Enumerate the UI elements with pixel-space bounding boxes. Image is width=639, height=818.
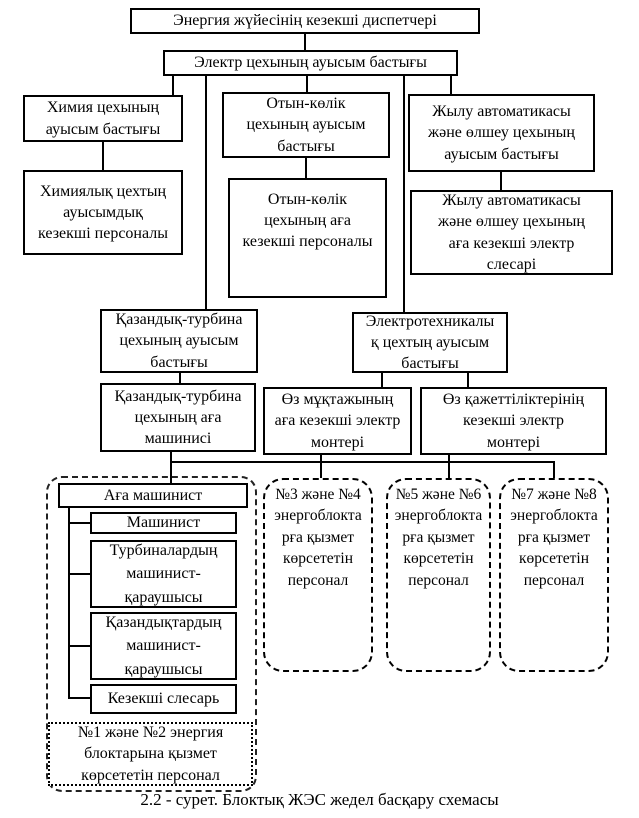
node-own-needs-senior-electrician: Өз мұқтажының аға кезекші электр монтері — [263, 387, 412, 455]
node-turbine-operator: Турбиналардың машинист- қараушысы — [90, 540, 237, 608]
connector-electric-electrotech — [403, 74, 405, 312]
connector-fuel-staff — [305, 158, 307, 178]
node-senior-machinist: Аға машинист — [58, 483, 248, 508]
node-fuel-staff: Отын-көлік цехының аға кезекші персоналы — [228, 178, 387, 298]
connector-machinist-spine — [68, 506, 70, 699]
node-electric-shift-head: Электр цехының ауысым бастығы — [163, 50, 458, 76]
connector-electrotech-own-senior — [381, 373, 383, 387]
connector-electric-heat — [450, 74, 452, 94]
connector-bus-blocks78 — [553, 461, 555, 478]
connector-spine-machinist — [68, 522, 92, 524]
connector-bus-blocks56 — [448, 455, 450, 478]
node-duty-fitter: Кезекші слесарь — [90, 684, 237, 714]
node-chem-shift-head: Химия цехының ауысым бастығы — [23, 95, 183, 142]
node-boiler-senior-machinist: Қазандық-турбина цехының аға машинисі — [100, 383, 256, 452]
node-boiler-operator: Қазандықтардың машинист- қараушысы — [90, 612, 237, 680]
node-blocks-1-2-staff: №1 және №2 энергия блоктарына қызмет көр… — [48, 722, 253, 786]
node-blocks-5-6-staff: №5 және №6 энергоблокта рға қызмет көрсе… — [386, 478, 491, 672]
connector-spine-turbine-op — [68, 573, 92, 575]
node-electrotech-shift-head: Электротехникалы қ цехтың ауысым бастығы — [352, 312, 508, 373]
connector-bus — [170, 461, 555, 463]
node-chem-staff: Химиялық цехтың ауысымдық кезекші персон… — [23, 170, 183, 255]
node-machinist: Машинист — [90, 512, 237, 534]
boiler-crew-group-boundary — [46, 476, 257, 792]
connector-spine-boiler-op — [68, 645, 92, 647]
connector-chem-staff — [102, 142, 104, 170]
connector-electric-chem — [172, 74, 174, 95]
connector-electric-boiler — [205, 74, 207, 309]
connector-dispatcher-electric — [304, 32, 306, 50]
node-blocks-3-4-staff: №3 және №4 энергоблокта рға қызмет көрсе… — [263, 478, 373, 672]
node-boiler-shift-head: Қазандық-турбина цехының ауысым бастығы — [100, 309, 258, 373]
figure-caption: 2.2 - сурет. Блоктық ЖЭС жедел басқару с… — [140, 790, 499, 809]
connector-senior-bus — [170, 452, 172, 483]
connector-electrotech-own-duty — [467, 373, 469, 387]
node-heat-staff: Жылу автоматикасы және өлшеу цехының аға… — [410, 190, 613, 275]
connector-spine-duty-fitter — [68, 697, 92, 699]
connector-heat-staff — [500, 172, 502, 190]
node-blocks-7-8-staff: №7 және №8 энергоблокта рға қызмет көрсе… — [499, 478, 609, 672]
node-fuel-shift-head: Отын-көлік цехының ауысым бастығы — [222, 92, 390, 158]
connector-bus-blocks34 — [320, 455, 322, 478]
node-dispatcher: Энергия жүйесінің кезекші диспетчері — [130, 8, 480, 34]
connector-electric-fuel — [306, 74, 308, 92]
node-heat-shift-head: Жылу автоматикасы және өлшеу цехының ауы… — [408, 94, 595, 172]
node-own-needs-duty-electrician: Өз қажеттіліктерінің кезекші электр монт… — [420, 387, 607, 455]
connector-boiler-senior — [179, 373, 181, 383]
